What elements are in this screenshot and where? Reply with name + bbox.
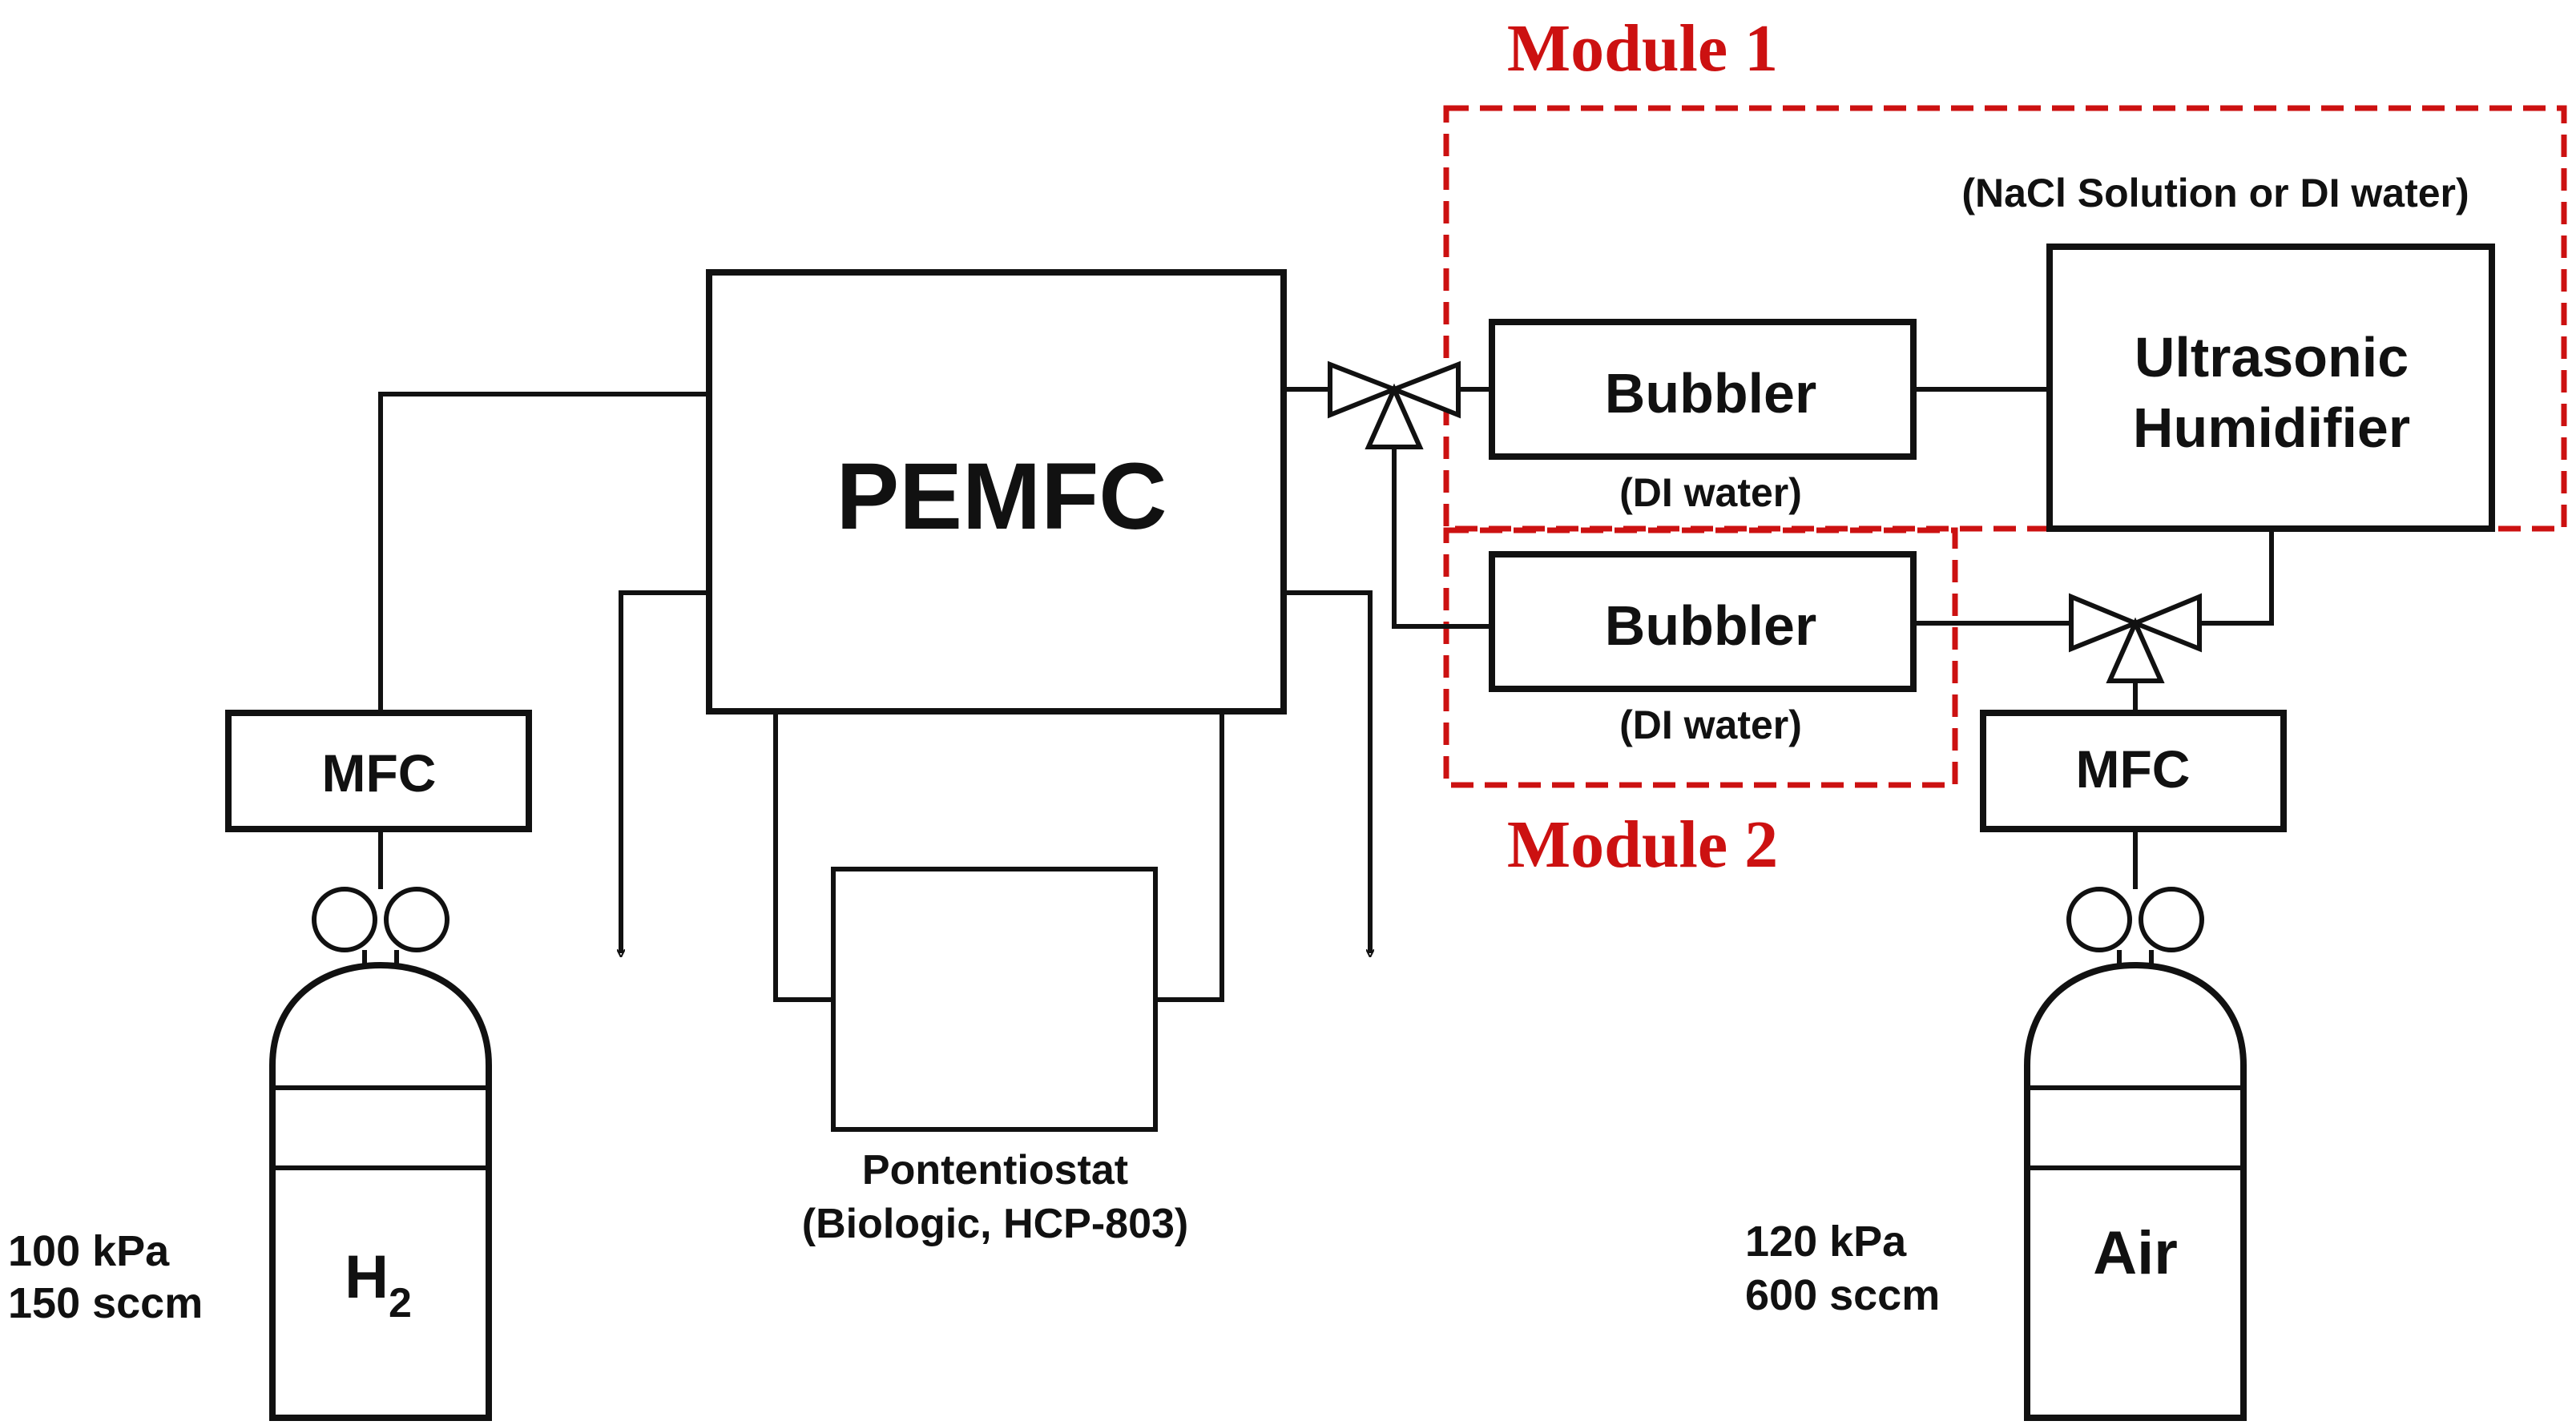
air-flow: 600 sccm <box>1745 1271 1940 1319</box>
h2-subscript: 2 <box>389 1280 412 1326</box>
bubbler-top-label: Bubbler <box>1605 362 1816 425</box>
potentiostat-model: (Biologic, HCP-803) <box>802 1201 1189 1247</box>
bubbler-top: Bubbler (DI water) <box>1489 319 1917 515</box>
humidifier-label-line2: Humidifier <box>2133 397 2410 459</box>
bubbler-bottom-label: Bubbler <box>1605 594 1816 657</box>
pemfc-label: PEMFC <box>836 444 1167 549</box>
module-1-title: Module 1 <box>1507 11 1778 86</box>
potentiostat-block: Pontentiostat (Biologic, HCP-803) <box>802 867 1189 1247</box>
air-pressure: 120 kPa <box>1745 1218 1907 1266</box>
ultrasonic-humidifier: (NaCl Solution or DI water) Ultrasonic H… <box>1961 171 2495 532</box>
mfc-left-label: MFC <box>322 743 437 803</box>
three-way-valve-left <box>1328 360 1461 449</box>
h2-regulator-gauge-right <box>384 887 449 952</box>
module-2-outline <box>1443 527 1958 788</box>
h2-flow: 150 sccm <box>8 1279 203 1327</box>
bubbler-top-note: (DI water) <box>1619 470 1802 515</box>
h2-cylinder: H2 <box>269 887 492 1421</box>
bubbler-bottom-note: (DI water) <box>1619 702 1802 747</box>
air-regulator-gauge-right <box>2139 887 2204 952</box>
air-cylinder: Air <box>2024 887 2247 1421</box>
module-2-title: Module 2 <box>1507 807 1778 882</box>
potentiostat-label: Pontentiostat <box>862 1147 1128 1194</box>
air-label: Air <box>2093 1219 2178 1287</box>
air-regulator-gauge-left <box>2066 887 2132 952</box>
h2-symbol: H <box>345 1243 389 1311</box>
mfc-right: MFC <box>1980 710 2287 832</box>
pemfc-block: PEMFC <box>706 269 1287 715</box>
connection-lines <box>378 387 2274 1002</box>
h2-label: H2 <box>345 1243 412 1326</box>
mfc-right-label: MFC <box>2076 739 2191 799</box>
module-1-outline <box>1443 105 2567 532</box>
h2-pressure: 100 kPa <box>8 1227 170 1275</box>
h2-regulator-gauge-left <box>312 887 377 952</box>
humidifier-label-line1: Ultrasonic <box>2135 326 2409 388</box>
humidifier-note: (NaCl Solution or DI water) <box>1961 171 2469 215</box>
mfc-left: MFC <box>225 710 532 832</box>
three-way-valve-right <box>2069 593 2202 683</box>
bubbler-bottom: Bubbler (DI water) <box>1489 551 1917 747</box>
